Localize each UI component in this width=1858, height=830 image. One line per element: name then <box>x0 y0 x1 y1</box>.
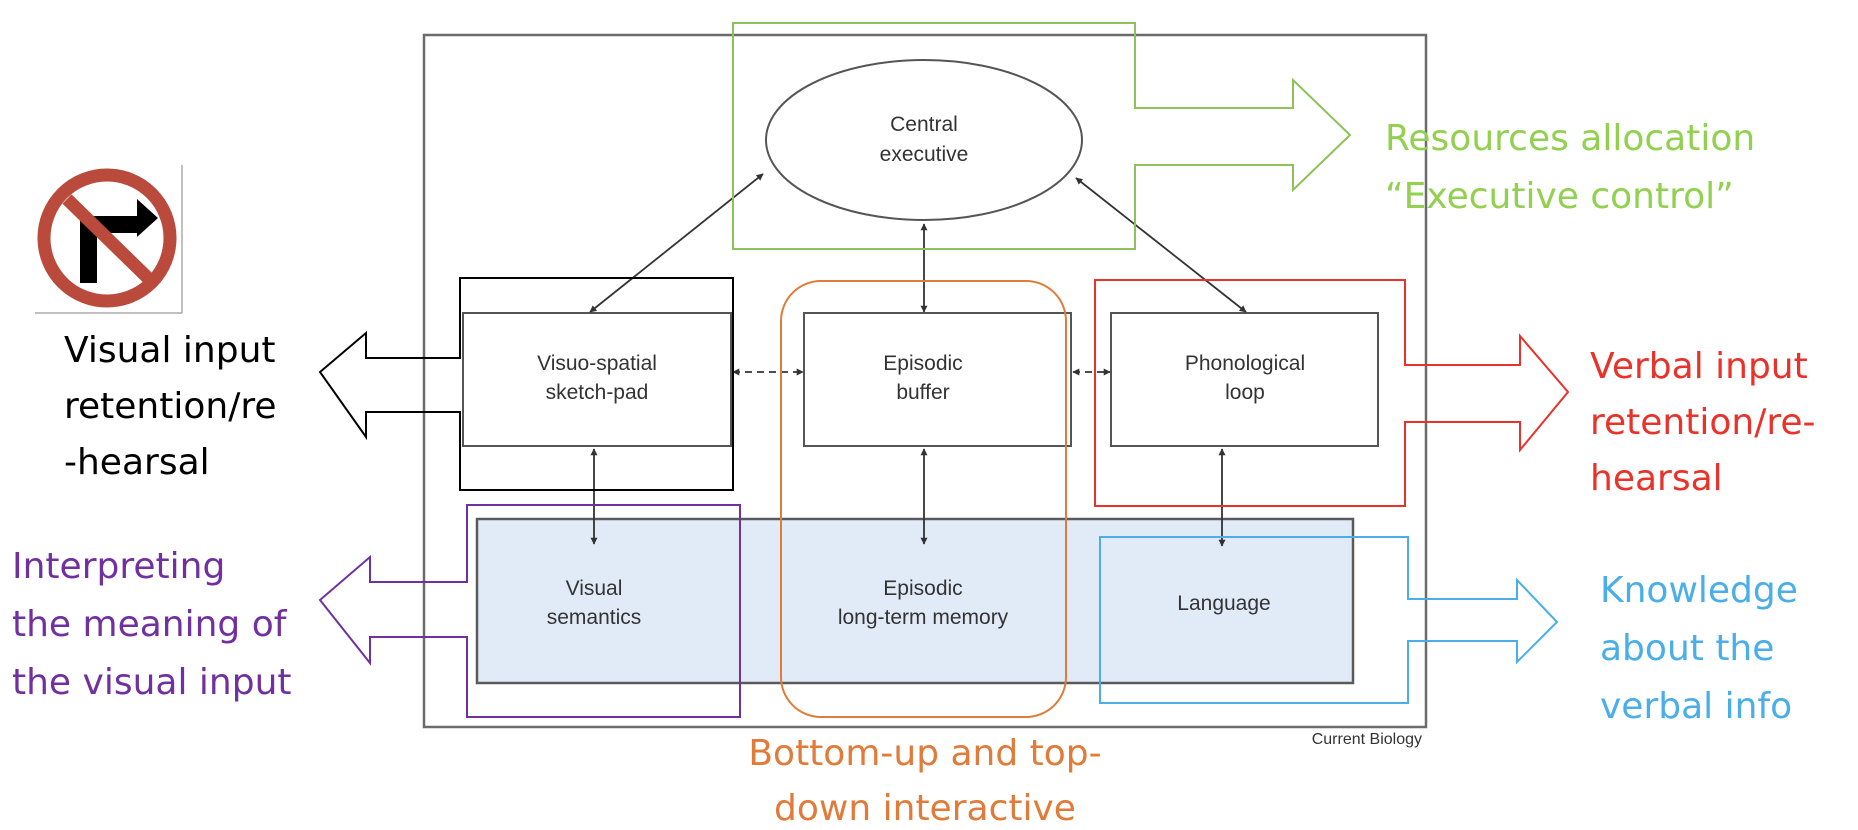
executive-annotation-line2: “Executive control” <box>1385 176 1734 217</box>
central-executive-label-line1: Central <box>890 113 958 136</box>
arrow-ce-visuospatial <box>589 173 764 313</box>
phonological-loop-node <box>1110 312 1379 447</box>
executive-annotation-line1: Resources allocation <box>1385 118 1755 159</box>
long-term-memory-band <box>475 517 1355 685</box>
verbal-knowledge-annotation-line3: verbal info <box>1600 686 1792 727</box>
episodic-ltm-label-line1: Episodic <box>883 577 962 600</box>
no-right-turn-icon <box>35 165 183 314</box>
visual-semantics-label-line1: Visual <box>566 577 623 600</box>
executive-highlight-callout <box>732 22 1352 250</box>
visual-retention-annotation-line3: -hearsal <box>64 442 210 483</box>
visual-retention-annotation-line2: retention/re <box>64 386 276 427</box>
central-executive-node <box>765 59 1083 221</box>
visuo-spatial-label-line1: Visuo-spatial <box>537 352 657 375</box>
visual-retention-callout <box>318 277 734 491</box>
visual-meaning-annotation-line2: the meaning of <box>12 604 288 645</box>
central-executive-label-line2: executive <box>880 143 969 166</box>
visuo-spatial-sketchpad-node <box>462 312 732 447</box>
arrow-ce-phonological <box>1075 177 1247 313</box>
verbal-knowledge-annotation-line1: Knowledge <box>1600 570 1798 611</box>
visual-retention-annotation-line1: Visual input <box>64 330 276 371</box>
episodic-buffer-node <box>803 312 1072 447</box>
episodic-buffer-label-line2: buffer <box>896 381 949 404</box>
visual-meaning-annotation-line1: Interpreting <box>12 546 225 587</box>
figure-credit: Current Biology <box>1312 731 1422 748</box>
visual-semantics-label-line2: semantics <box>547 606 642 629</box>
visuo-spatial-label-line2: sketch-pad <box>546 381 649 404</box>
verbal-retention-annotation-line2: retention/re- <box>1590 402 1815 443</box>
verbal-retention-annotation-line3: hearsal <box>1590 458 1723 499</box>
phonological-loop-label-line1: Phonological <box>1185 352 1305 375</box>
verbal-knowledge-callout <box>1099 536 1559 704</box>
verbal-retention-annotation-line1: Verbal input <box>1590 346 1808 387</box>
episodic-buffer-label-line1: Episodic <box>883 352 962 375</box>
language-label: Language <box>1177 592 1270 615</box>
episodic-ltm-label-line2: long-term memory <box>838 606 1009 629</box>
interactive-annotation-line1: Bottom-up and top- <box>748 733 1101 774</box>
visual-meaning-annotation-line3: the visual input <box>12 662 292 703</box>
verbal-retention-callout <box>1094 279 1570 507</box>
episodic-interactive-highlight <box>780 280 1067 718</box>
verbal-knowledge-annotation-line2: about the <box>1600 628 1774 669</box>
visual-meaning-callout <box>318 504 741 718</box>
phonological-loop-label-line2: loop <box>1225 381 1265 404</box>
interactive-annotation-line2: down interactive <box>774 788 1076 829</box>
